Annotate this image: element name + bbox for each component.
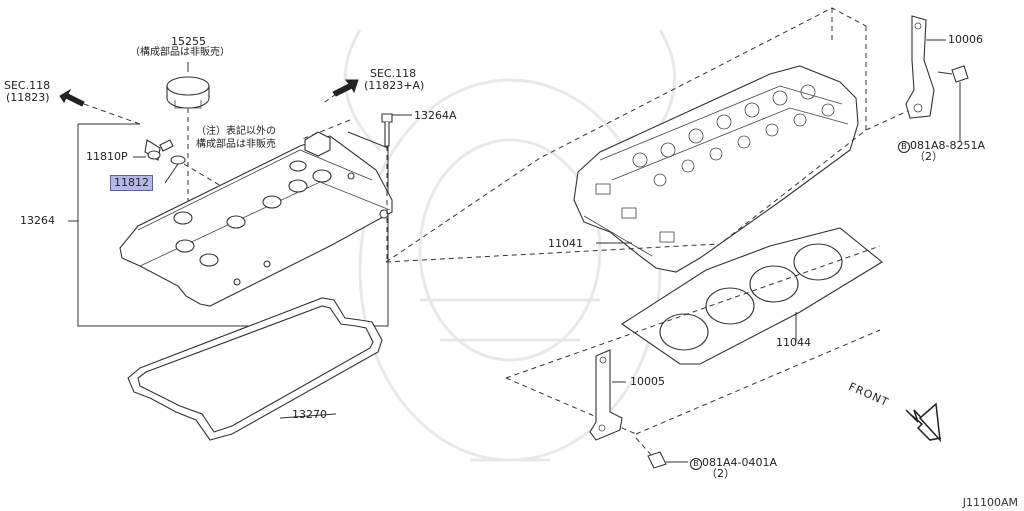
part-11044-label[interactable]: 11044 — [776, 336, 811, 349]
note-line-2: 構成部品は非販売 — [196, 139, 276, 150]
sec118-right-label[interactable]: SEC.118 — [370, 67, 417, 80]
rocker-cover-gasket — [127, 297, 383, 441]
front-arrow-icon — [905, 402, 942, 443]
section-arrow-right — [299, 79, 359, 141]
sec118-right-sub: (11823+A) — [364, 79, 425, 92]
grommet — [164, 155, 239, 197]
bolt-8251-qty: （2） — [914, 150, 943, 163]
part-10006-label[interactable]: 10006 — [948, 33, 983, 46]
slinger-bolt-rear — [937, 65, 969, 142]
cylinder-head — [573, 65, 859, 273]
engine-slinger-front — [589, 349, 626, 441]
part-13264a-label[interactable]: 13264A — [414, 109, 457, 122]
part-13270-label[interactable]: 13270 — [292, 408, 327, 421]
part-13264-label[interactable]: 13264 — [20, 214, 55, 227]
rocker-cover-bolt — [381, 113, 412, 262]
part-15255-label[interactable]: 15255 — [171, 35, 206, 48]
part-11812-label[interactable]: 11812 — [110, 175, 153, 191]
part-11810p-label[interactable]: 11810P — [86, 150, 128, 163]
cylinder-head-gasket — [621, 227, 883, 365]
rocker-cover — [119, 131, 393, 307]
bolt-8251-number: 081A8-8251A — [910, 139, 986, 152]
sec118-left-sub: (11823) — [6, 91, 50, 104]
bolt-0401-qty: （2） — [706, 467, 735, 480]
engine-slinger-rear — [905, 15, 946, 119]
bolt-0401-number: 081A4-0401A — [702, 456, 778, 469]
part-15255-note: （構成部品は非販売） — [130, 47, 230, 58]
diagram-code: J11100AM — [962, 496, 1018, 509]
part-10005-label[interactable]: 10005 — [630, 375, 665, 388]
cylinder-head-frame — [385, 7, 911, 263]
sec118-left-label[interactable]: SEC.118 — [4, 79, 51, 92]
bolt-symbol-icon: B — [898, 141, 910, 153]
note-line-1: （注）表記以外の — [196, 126, 276, 137]
part-11041-label[interactable]: 11041 — [548, 237, 583, 250]
oil-filler-cap — [166, 62, 210, 205]
bolt-symbol-icon: B — [690, 458, 702, 470]
pcv-valve — [133, 139, 174, 161]
slinger-bolt-front — [635, 437, 688, 469]
section-arrow-left — [59, 88, 141, 125]
watermark-emblem — [343, 29, 677, 462]
